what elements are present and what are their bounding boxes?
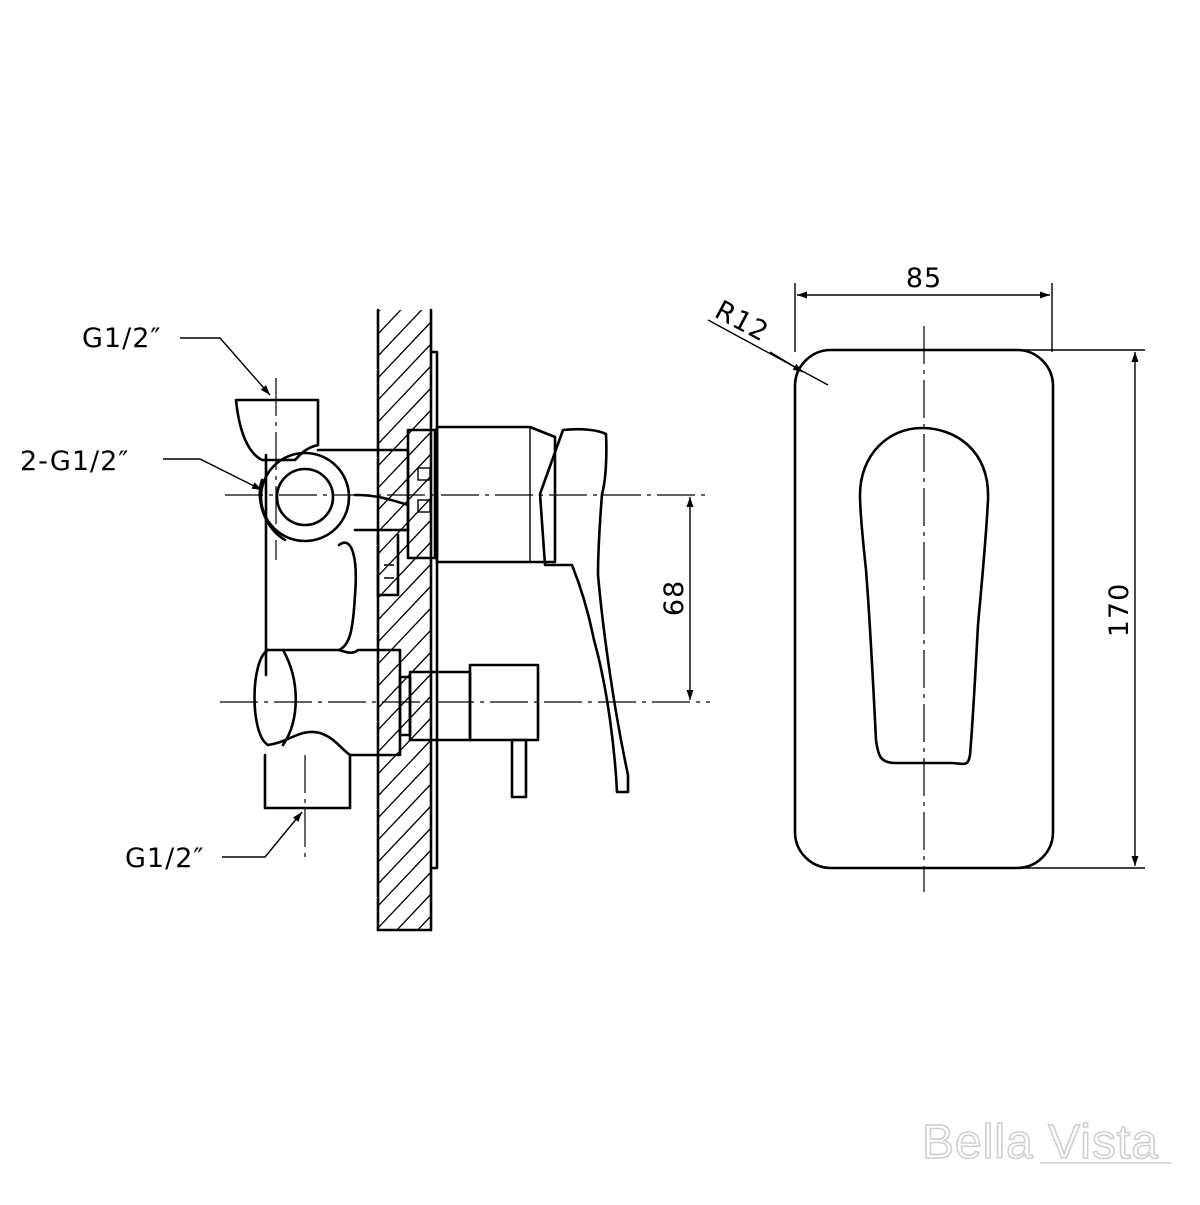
wall-hatch-line — [378, 783, 431, 841]
wall-hatch-line — [378, 310, 423, 357]
wall-hatch-line — [378, 343, 431, 401]
brand-watermark: Bella Vista — [921, 1115, 1172, 1170]
wall-hatch-line — [378, 629, 431, 687]
wall-hatch-line — [378, 761, 431, 819]
wall-hatch-line — [378, 431, 431, 489]
handle-front-outline — [858, 426, 990, 766]
wall-hatch-line — [378, 497, 431, 555]
wall-hatch-line — [378, 365, 431, 423]
callout-top-inlet: G1/2″ — [82, 323, 271, 396]
wall-hatch-line — [378, 585, 431, 643]
wall-hatch-line — [378, 519, 431, 577]
side-view: 68 G1/2″ 2-G1/2″ G1/2″ — [20, 234, 710, 932]
wall-hatch-line — [378, 651, 431, 709]
wall-hatch-line — [378, 387, 431, 445]
wall-hatch-line — [378, 717, 431, 775]
wall-hatch-line — [378, 541, 431, 599]
top-inlet-fitting — [234, 398, 320, 462]
callout-top-inlet-label: G1/2″ — [82, 323, 161, 354]
radius-R12-label: R12 — [710, 295, 774, 349]
wall-hatch-line — [378, 321, 431, 379]
wall-hatch-line — [378, 409, 431, 467]
wall-hatch-line — [378, 607, 431, 665]
wall-hatch-line — [378, 234, 431, 290]
lever-handle — [538, 427, 630, 794]
outlet-ring-inner — [275, 467, 335, 527]
callout-bottom-inlet: G1/2″ — [125, 811, 303, 874]
callout-bottom-inlet-label: G1/2″ — [125, 843, 204, 874]
wall-hatch-line — [378, 453, 431, 511]
callout-side-outlets-label: 2-G1/2″ — [20, 446, 129, 477]
watermark-text: Bella Vista — [922, 1116, 1159, 1169]
dimension-68: 68 — [659, 497, 694, 700]
wall-hatch-line — [378, 310, 381, 313]
dimension-85-label: 85 — [906, 263, 942, 294]
wall-hatch-line — [378, 739, 431, 797]
wall-hatch-line — [378, 805, 431, 863]
dimension-68-label: 68 — [659, 580, 690, 616]
callout-side-outlets: 2-G1/2″ — [20, 446, 263, 491]
dimension-170-label: 170 — [1104, 583, 1135, 638]
radius-R12: R12 — [707, 295, 829, 386]
wall-section — [376, 234, 433, 932]
wall-hatch-line — [378, 695, 431, 753]
wall-hatch-line — [378, 871, 431, 929]
bottom-inlet-fitting — [263, 753, 352, 810]
wall-hatch-line — [378, 827, 431, 885]
dimension-85: 85 — [794, 263, 1053, 352]
wall-hatch-line — [416, 915, 431, 930]
outlet-ring-outer — [259, 451, 351, 543]
cover-plate-edge — [429, 350, 439, 870]
wall-hatch-line — [396, 893, 431, 930]
wall-hatch-line — [378, 563, 431, 621]
wall-hatch-line — [378, 310, 402, 335]
dimension-170: 170 — [1015, 349, 1145, 869]
front-view: 85 170 R12 — [707, 263, 1145, 892]
wall-hatch-line — [378, 849, 431, 907]
